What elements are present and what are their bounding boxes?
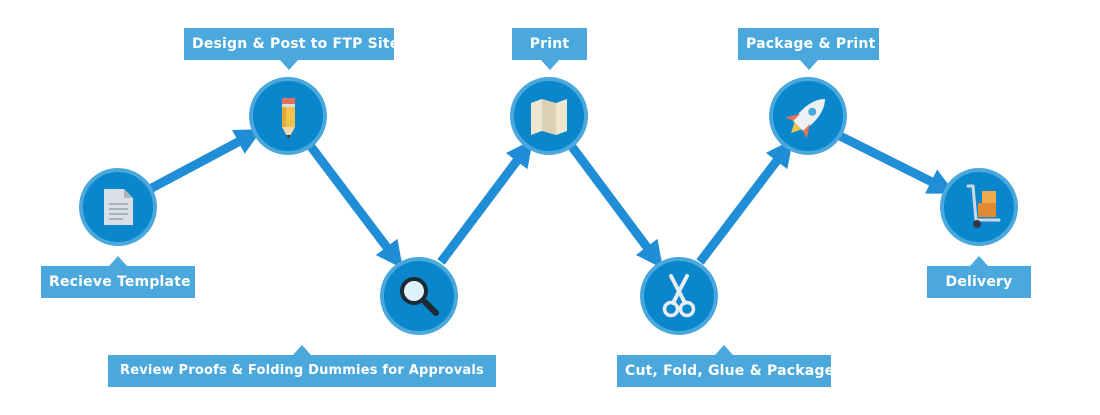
step-label-delivery: Delivery [927,256,1031,298]
step-label-print: Print [512,28,587,70]
step-node-recieve-template [79,168,157,246]
step-node-package-print [769,77,847,155]
connectors [145,129,956,269]
step-node-delivery [940,168,1018,246]
step-label-package-print: Package & Print [738,28,879,70]
step-label-text: Review Proofs & Folding Dummies for Appr… [120,363,484,378]
step-label-text: Package & Print [746,36,876,52]
step-label-text: Recieve Template [49,274,191,290]
step-node-cut-fold [640,257,718,335]
step-node-design-post [249,77,327,155]
magnifier-icon [400,277,439,316]
step-label-recieve-template: Recieve Template [41,256,195,298]
step-node-print [510,77,588,155]
step-label-text: Cut, Fold, Glue & Package [625,363,835,379]
pencil-icon [282,98,295,139]
step-label-text: Design & Post to FTP Site [192,36,400,52]
step-label-text: Delivery [945,274,1013,290]
connector-arrow [305,141,403,269]
step-label-review-proofs: Review Proofs & Folding Dummies for Appr… [108,345,496,387]
step-node-review-proofs [380,257,458,335]
map-icon [531,99,567,135]
rocket-icon [785,99,825,139]
step-label-text: Print [529,36,570,52]
step-label-cut-fold: Cut, Fold, Glue & Package [617,345,835,387]
hand-truck-icon [966,184,1001,228]
scissors-icon [662,274,696,318]
connector-arrow [145,129,263,194]
connector-arrow [437,139,533,265]
connector-arrow [696,139,793,265]
connector-arrow [566,141,663,269]
connector-arrow [835,130,956,195]
step-label-design-post: Design & Post to FTP Site [184,28,399,70]
document-icon [104,189,133,225]
